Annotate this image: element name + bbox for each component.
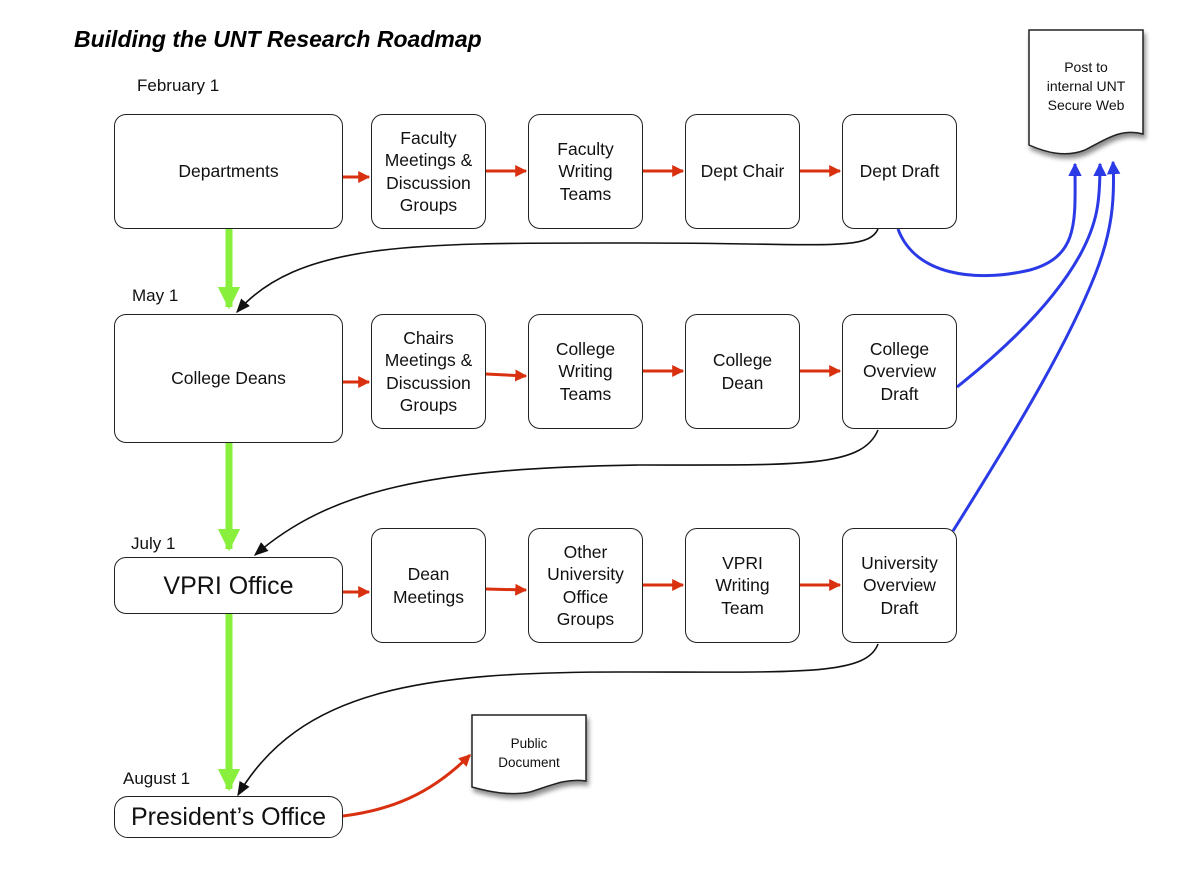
process-arrow	[485, 583, 528, 596]
node-dept-chair[interactable]: Dept Chair	[685, 114, 800, 229]
feedback-arrow-college-draft-to-vpri	[253, 429, 879, 556]
secure-web-document-label: Post to internal UNT Secure Web	[1046, 58, 1126, 113]
date-label-february: February 1	[137, 76, 220, 95]
date-label-august: August 1	[123, 769, 191, 788]
publish-arrow-college-draft	[956, 162, 1107, 389]
node-departments[interactable]: Departments	[114, 114, 343, 229]
node-college-writing-teams[interactable]: College Writing Teams	[528, 314, 643, 429]
page-title: Building the UNT Research Roadmap	[74, 26, 482, 52]
node-other-university-office-groups[interactable]: Other University Office Groups	[528, 528, 643, 643]
feedback-arrow-university-draft-to-president	[237, 643, 879, 797]
date-label-july: July 1	[131, 534, 176, 553]
publish-arrow-public-document	[342, 753, 472, 818]
node-college-deans[interactable]: College Deans	[114, 314, 343, 443]
public-document-shape	[471, 714, 587, 795]
feedback-arrow-dept-draft-to-college-deans	[236, 228, 879, 314]
node-faculty-writing-teams[interactable]: Faculty Writing Teams	[528, 114, 643, 229]
node-vpri-office[interactable]: VPRI Office	[114, 557, 343, 614]
node-college-dean[interactable]: College Dean	[685, 314, 800, 429]
node-university-overview-draft[interactable]: University Overview Draft	[842, 528, 957, 643]
date-label-may: May 1	[132, 286, 179, 305]
publish-arrow-dept-draft	[896, 162, 1082, 278]
node-chairs-meetings[interactable]: Chairs Meetings & Discussion Groups	[371, 314, 486, 429]
process-arrow	[485, 369, 528, 382]
secure-web-document-shape	[1028, 29, 1144, 155]
public-document-label: Public Document	[498, 736, 560, 770]
node-college-overview-draft[interactable]: College Overview Draft	[842, 314, 957, 429]
publish-arrow-university-draft	[951, 160, 1121, 532]
node-dean-meetings[interactable]: Dean Meetings	[371, 528, 486, 643]
node-vpri-writing-team[interactable]: VPRI Writing Team	[685, 528, 800, 643]
node-faculty-meetings[interactable]: Faculty Meetings & Discussion Groups	[371, 114, 486, 229]
node-dept-draft[interactable]: Dept Draft	[842, 114, 957, 229]
node-presidents-office[interactable]: President’s Office	[114, 796, 343, 838]
